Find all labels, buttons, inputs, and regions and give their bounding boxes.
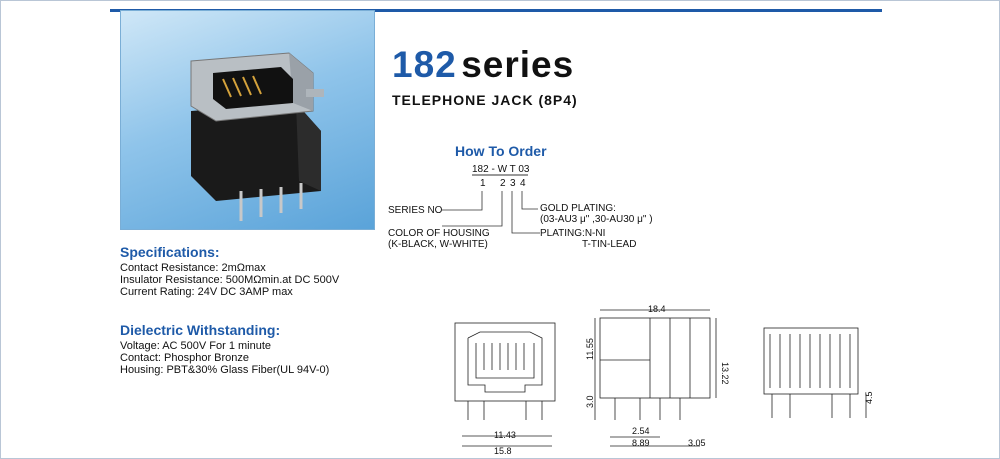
series-word: series (461, 44, 575, 85)
series-number: 182 (392, 44, 457, 85)
label-gold-1: GOLD PLATING: (540, 203, 616, 214)
label-color-2: (K-BLACK, W-WHITE) (388, 239, 488, 250)
telephone-jack-image (190, 52, 324, 221)
dielectric-heading: Dielectric Withstanding: (120, 322, 281, 338)
dielectric-line-2: Contact: Phosphor Bronze (120, 352, 250, 364)
dim-side-pin: 3.0 (585, 395, 595, 408)
specifications-heading: Specifications: (120, 244, 220, 260)
order-code: 182 - W T 03 (472, 164, 530, 175)
side-view-drawing (594, 309, 717, 447)
dim-side-right: 13.22 (720, 362, 730, 385)
header-rule (110, 9, 882, 12)
dim-front-inner: 11.43 (494, 430, 516, 440)
rear-view-drawing (763, 327, 867, 418)
product-subtitle: TELEPHONE JACK (8P4) (392, 92, 578, 108)
dim-side-left: 11.55 (585, 338, 595, 360)
dielectric-line-3: Housing: PBT&30% Glass Fiber(UL 94V-0) (120, 364, 330, 376)
label-color-1: COLOR OF HOUSING (388, 228, 490, 239)
dim-rear-pin: 4.5 (864, 391, 874, 404)
dim-side-pitch-b: 8.89 (632, 438, 650, 448)
order-index-4: 4 (520, 178, 526, 189)
dielectric-line-1: Voltage: AC 500V For 1 minute (120, 340, 272, 352)
how-to-order-heading: How To Order (455, 143, 547, 159)
front-view-drawing (454, 322, 556, 447)
dim-side-top: 18.4 (648, 304, 666, 314)
product-photo (120, 10, 375, 230)
order-index-1: 1 (480, 178, 486, 189)
label-plating-1: PLATING:N-NI (540, 228, 606, 239)
dim-side-offset: 3.05 (688, 438, 706, 448)
spec-line-2: Insulator Resistance: 500MΩmin.at DC 500… (120, 274, 340, 286)
label-plating-2: T-TIN-LEAD (582, 239, 637, 250)
dim-front-outer: 15.8 (494, 446, 512, 456)
order-index-2: 2 (500, 178, 506, 189)
spec-line-3: Current Rating: 24V DC 3AMP max (120, 286, 293, 298)
page-title: 182 series (392, 44, 574, 86)
label-gold-2: (03-AU3 μ" ,30-AU30 μ" ) (540, 214, 653, 225)
spec-line-1: Contact Resistance: 2mΩmax (120, 262, 266, 274)
label-series-no: SERIES NO (388, 205, 443, 216)
order-index-3: 3 (510, 178, 516, 189)
dim-side-pitch-a: 2.54 (632, 426, 650, 436)
